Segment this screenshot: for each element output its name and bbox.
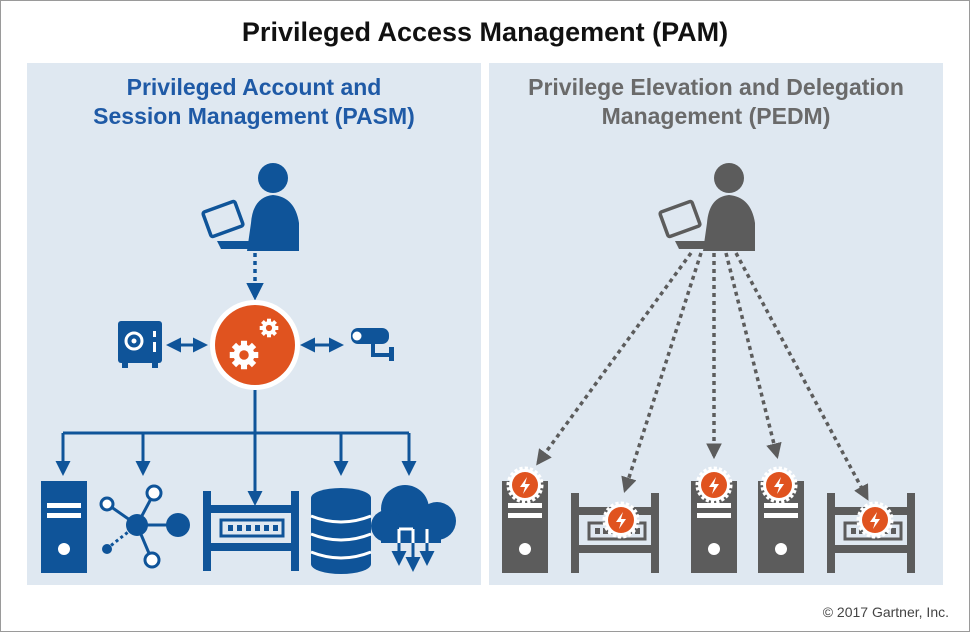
server-icon: [41, 481, 87, 573]
delegation-arrows: [536, 251, 869, 501]
network-icon: [99, 484, 190, 569]
pedm-title-line-1: Privilege Elevation and Delegation: [528, 74, 904, 100]
lightning-badge-icon: [859, 504, 891, 536]
database-icon: [310, 488, 372, 574]
pedm-title-line-2: Management (PEDM): [601, 103, 831, 129]
pedm-server-2: [691, 469, 737, 573]
pedm-server-3: [758, 469, 804, 573]
distribution-lines: [55, 390, 417, 506]
pasm-panel-title: Privileged Account and Session Managemen…: [27, 73, 481, 131]
cloud-icon: [371, 485, 456, 572]
pasm-title-line-1: Privileged Account and: [126, 74, 382, 100]
lightning-badge-icon: [698, 469, 730, 501]
lightning-badge-icon: [763, 469, 795, 501]
camera-icon: [351, 328, 394, 361]
lightning-badge-icon: [509, 469, 541, 501]
copyright-notice: © 2017 Gartner, Inc.: [822, 604, 949, 620]
pedm-user-laptop-icon: [658, 163, 755, 251]
pasm-title-line-2: Session Management (PASM): [93, 103, 415, 129]
diagram-title: Privileged Access Management (PAM): [241, 17, 729, 47]
gears-icon: [210, 300, 300, 390]
pedm-switch-2: [825, 491, 917, 575]
switch-icon: [203, 491, 299, 571]
pedm-switch-1: [569, 491, 661, 575]
vault-icon: [118, 321, 162, 368]
lightning-badge-icon: [605, 504, 637, 536]
pasm-user-laptop-icon: [201, 163, 299, 251]
pedm-server-1: [502, 469, 548, 573]
pedm-panel-title: Privilege Elevation and Delegation Manag…: [489, 73, 943, 131]
